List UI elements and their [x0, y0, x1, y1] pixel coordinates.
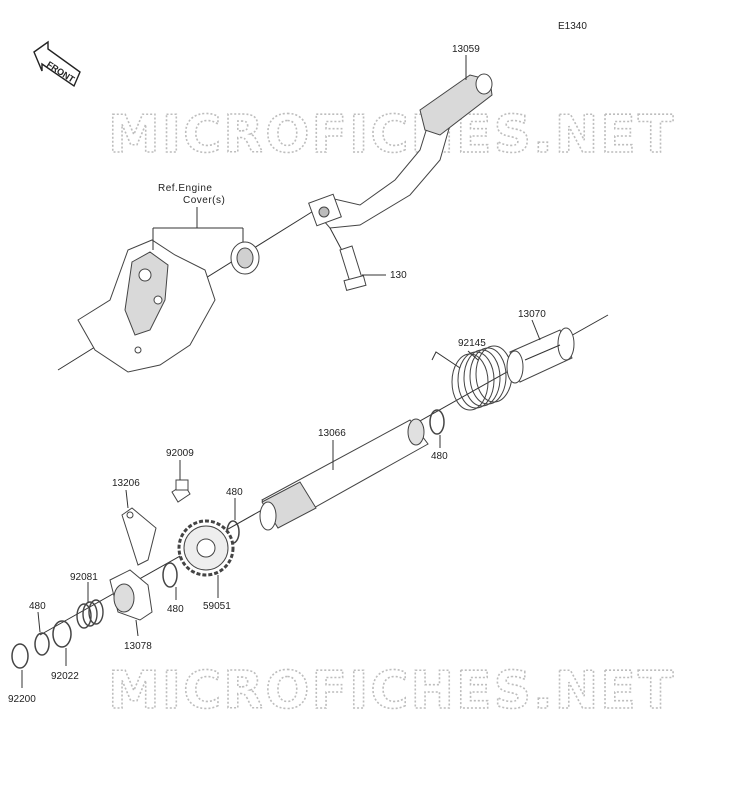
label-480d: 480 [29, 601, 46, 612]
label-13206: 13206 [112, 478, 140, 489]
label-92145: 92145 [458, 338, 486, 349]
spring-92081 [76, 599, 104, 629]
leader-13078 [135, 619, 139, 637]
gear-59051 [177, 519, 235, 577]
leader-13206 [125, 489, 129, 509]
label-92081: 92081 [70, 572, 98, 583]
front-arrow-icon: FRONT [33, 40, 81, 88]
spring-92145 [431, 345, 513, 411]
bolt-92009 [171, 479, 191, 503]
reference-line2: Cover(s) [183, 195, 225, 206]
plate-13206 [121, 507, 157, 566]
diagram-code: E1340 [558, 21, 587, 32]
circlip-480-gear [162, 562, 178, 588]
reference-callout: Ref.Engine Cover(s) [152, 183, 244, 250]
watermark-top: MICROFICHES.NET [108, 105, 675, 165]
label-480c: 480 [167, 604, 184, 615]
guide-13070 [506, 327, 575, 384]
leader-92145 [467, 350, 479, 361]
oil-seal [230, 241, 260, 275]
washer-92200 [11, 643, 29, 669]
label-92009: 92009 [166, 448, 194, 459]
label-130: 130 [390, 270, 407, 281]
label-92200: 92200 [8, 694, 36, 705]
label-13059: 13059 [452, 44, 480, 55]
leader-13070 [531, 319, 541, 341]
leader-480d [37, 611, 41, 633]
label-92022: 92022 [51, 671, 79, 682]
washer-92022 [52, 620, 72, 648]
label-13070: 13070 [518, 309, 546, 320]
watermark-bottom: MICROFICHES.NET [108, 661, 675, 721]
kick-shaft-13066 [259, 418, 429, 531]
engine-cover [77, 239, 216, 373]
label-59051: 59051 [203, 601, 231, 612]
label-13078: 13078 [124, 641, 152, 652]
reference-line1: Ref.Engine [158, 183, 212, 194]
kick-pedal [308, 73, 493, 229]
label-480a: 480 [431, 451, 448, 462]
ratchet-13078 [109, 569, 153, 621]
label-13066: 13066 [318, 428, 346, 439]
circlip-480-lower [34, 632, 50, 656]
label-480b: 480 [226, 487, 243, 498]
bolt-130 [329, 227, 367, 292]
circlip-480-upper [429, 409, 445, 435]
